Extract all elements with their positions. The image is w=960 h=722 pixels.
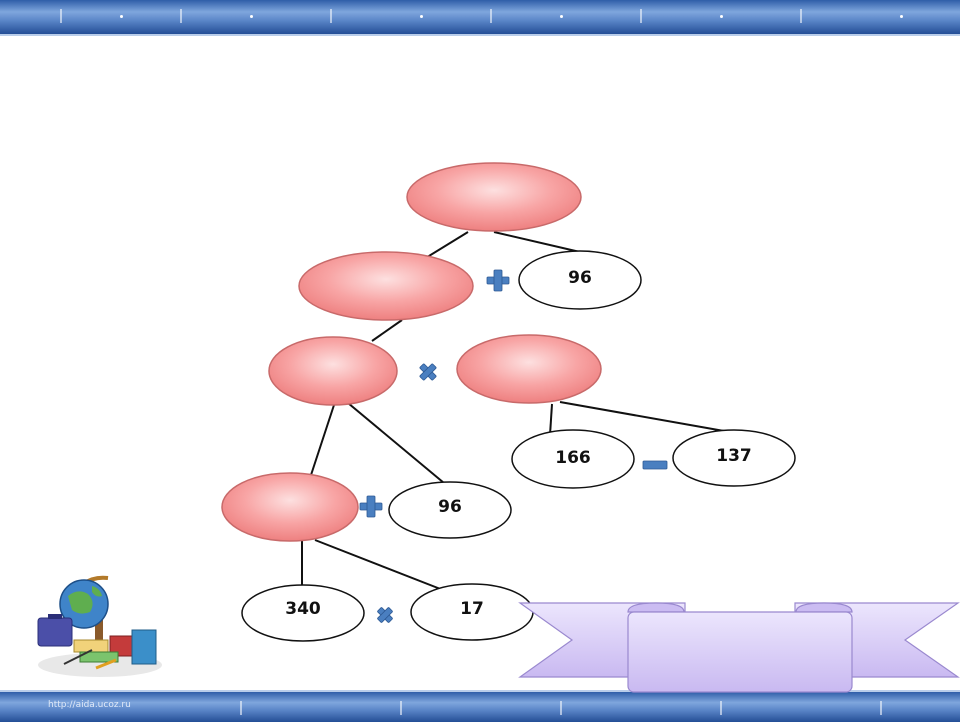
number-node-label: 340 (285, 599, 321, 619)
band-sparkle (250, 15, 253, 18)
number-node-96-mid: 96 (388, 481, 512, 539)
level3-right-result-node (456, 334, 602, 404)
top-border-band (0, 0, 960, 36)
root-result-node (406, 162, 582, 232)
edge-l2-left (371, 319, 403, 342)
plus-icon (359, 495, 383, 518)
band-tick (330, 9, 332, 23)
ribbon-center-panel (627, 611, 853, 693)
band-tick (640, 9, 642, 23)
footer-url: http://aida.ucoz.ru (48, 700, 131, 710)
band-sparkle (720, 15, 723, 18)
band-tick (400, 701, 402, 715)
band-sparkle (560, 15, 563, 18)
number-node-label: 166 (555, 448, 591, 468)
edge-l4-17 (314, 539, 444, 591)
number-node-label: 17 (460, 599, 484, 619)
band-tick (800, 9, 802, 23)
number-node-shape (672, 429, 796, 487)
number-node-shape (511, 429, 635, 489)
band-sparkle (420, 15, 423, 18)
edge-r3-166 (549, 403, 553, 436)
number-node-label: 96 (438, 497, 462, 517)
edge-l3-left (310, 404, 335, 476)
number-node-166: 166 (511, 429, 635, 489)
band-tick (490, 9, 492, 23)
band-tick (180, 9, 182, 23)
globe-school-supplies-icon (37, 575, 162, 677)
ribbon-banner (518, 602, 960, 693)
number-node-96-top: 96 (518, 250, 642, 310)
number-node-17: 17 (410, 583, 534, 641)
level4-result-node (221, 472, 359, 542)
band-tick (880, 701, 882, 715)
band-sparkle (900, 15, 903, 18)
number-node-137: 137 (672, 429, 796, 487)
number-node-340: 340 (241, 584, 365, 642)
number-node-shape (388, 481, 512, 539)
minus-icon (642, 460, 668, 470)
multiply-icon (419, 363, 437, 381)
ribbon-right-curl (795, 602, 853, 613)
number-node-shape (518, 250, 642, 310)
edge-l3-96 (347, 402, 445, 484)
bottom-border-band: http://aida.ucoz.ru (0, 690, 960, 722)
edge-root-right (493, 231, 581, 253)
band-tick (240, 701, 242, 715)
band-sparkle (120, 15, 123, 18)
band-tick (560, 701, 562, 715)
band-tick (60, 9, 62, 23)
multiply-icon (377, 607, 393, 623)
number-node-label: 96 (568, 268, 592, 288)
level2-result-node (298, 251, 474, 321)
plus-icon (486, 269, 510, 292)
ribbon-left-curl (627, 602, 685, 613)
edge-r3-137 (559, 401, 725, 432)
level3-left-result-node (268, 336, 398, 406)
number-node-label: 137 (716, 446, 752, 466)
number-node-shape (241, 584, 365, 642)
band-tick (720, 701, 722, 715)
